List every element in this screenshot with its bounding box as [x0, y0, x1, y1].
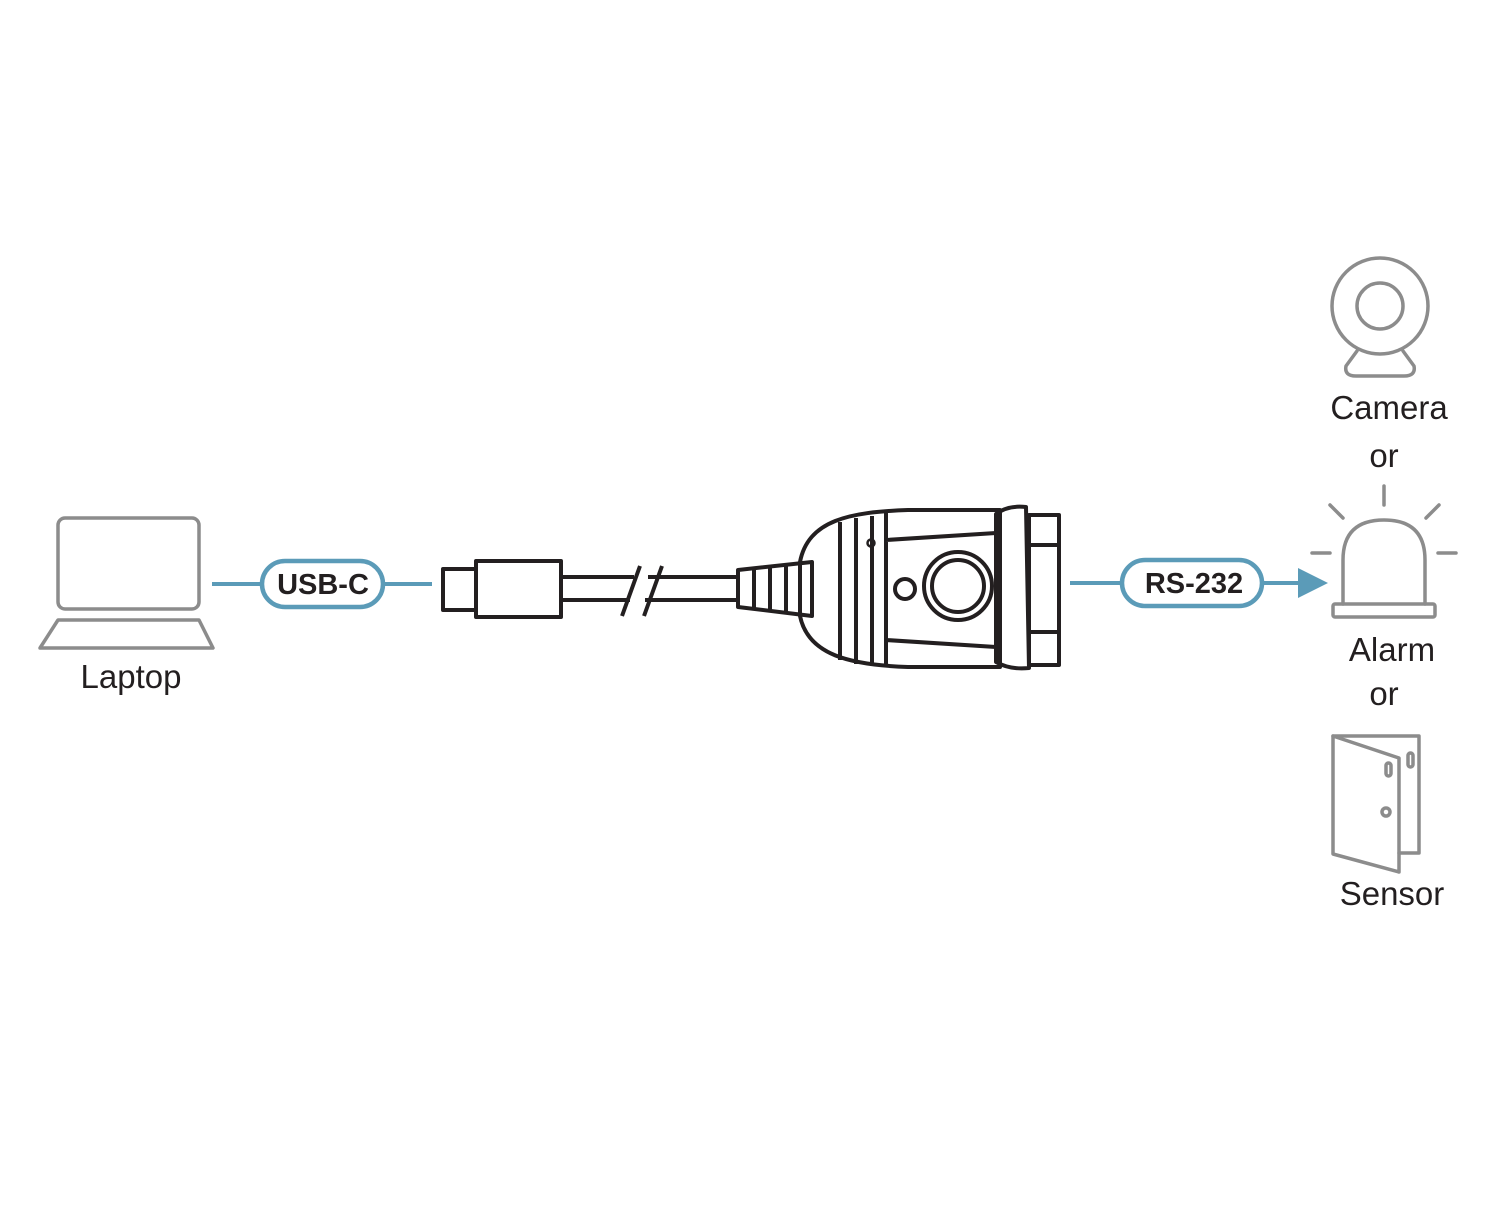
housing-panel-top — [884, 512, 997, 665]
door-sensor-icon — [1331, 734, 1421, 874]
db9-pin-block-bottom — [1027, 630, 1061, 667]
serial-link: RS-232 — [1070, 557, 1328, 609]
webcam-icon — [1330, 256, 1430, 378]
or-separator-2: or — [1369, 675, 1398, 712]
sensor-label: Sensor — [1340, 875, 1445, 912]
thumb-screw-inner — [930, 558, 986, 614]
strain-relief-ribs — [752, 563, 802, 614]
thumb-screw-outer — [922, 550, 994, 622]
laptop-label: Laptop — [81, 658, 182, 695]
rs-232-pill — [1119, 557, 1265, 609]
housing-ridges — [838, 516, 874, 666]
adapter-cable — [441, 504, 1061, 671]
indicator-dot — [866, 538, 876, 548]
usb-c-pill — [259, 558, 386, 610]
usb-c-plug-body — [474, 559, 563, 619]
usb-link: USB-C — [212, 558, 432, 610]
screw-small — [893, 577, 917, 601]
camera-label: Camera — [1330, 389, 1448, 426]
db9-flange — [994, 504, 1031, 671]
alarm-label: Alarm — [1349, 631, 1435, 668]
cable-break-mark — [620, 565, 664, 617]
laptop-icon — [38, 516, 215, 650]
db9-pin-block-mid — [1027, 543, 1061, 634]
cable-segment-right — [645, 575, 738, 602]
db9-housing — [798, 508, 1002, 669]
serial-link-arrowhead — [1298, 568, 1328, 598]
usb-c-plug-tip — [441, 567, 478, 612]
alarm-light-icon — [1310, 484, 1458, 619]
cable-segment-left — [561, 575, 634, 602]
db9-pin-block-top — [1027, 513, 1061, 547]
or-separator-1: or — [1369, 437, 1398, 474]
rs-232-label: RS-232 — [1145, 568, 1243, 600]
usb-c-label: USB-C — [277, 569, 369, 601]
